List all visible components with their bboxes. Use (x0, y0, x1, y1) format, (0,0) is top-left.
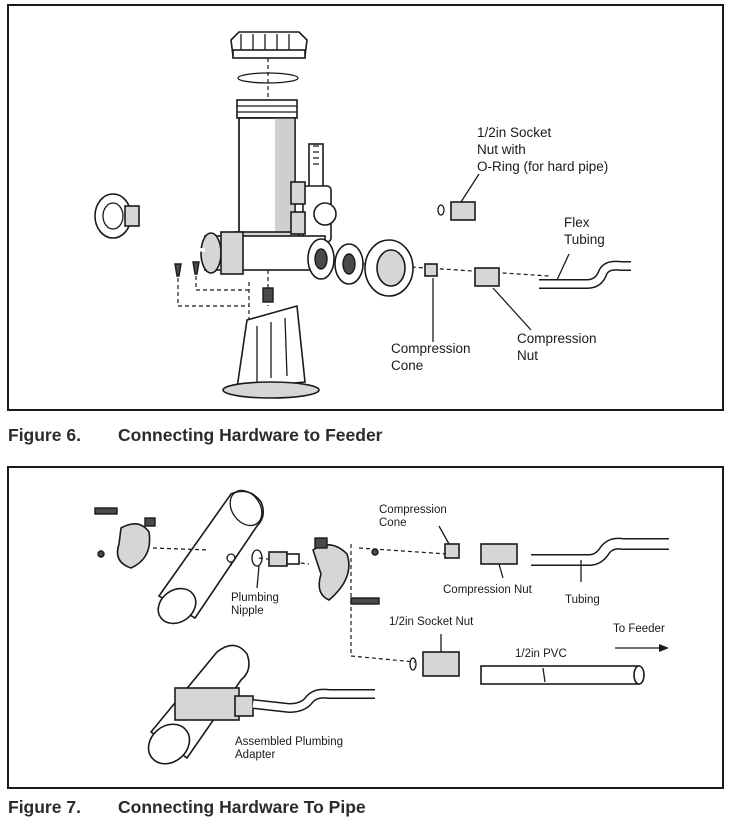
compression-cone-part-7 (444, 543, 460, 559)
to-feeder-arrow (615, 644, 669, 652)
pipe-clamp (94, 193, 140, 239)
feeder-cap (230, 31, 308, 59)
label-pvc-7: 1/2in PVC (515, 648, 567, 660)
leader-pvc-7 (542, 667, 546, 683)
figure-6-caption: Figure 6. Connecting Hardware to Feeder (8, 425, 383, 446)
feeder-body (234, 99, 300, 253)
figure-7-number: Figure 7. (8, 797, 81, 817)
label-compression-nut: Compression Nut (517, 331, 597, 363)
compression-nut-part-7 (480, 543, 518, 565)
leader-cone-7 (438, 525, 450, 545)
socket-o-ring (437, 204, 445, 216)
figure-6-panel: 1/2in Socket Nut with O-Ring (for hard p… (7, 4, 724, 411)
main-pipe (157, 489, 265, 625)
socket-o-ring-7 (409, 657, 417, 671)
feeder-pipe-section (200, 231, 335, 280)
label-to-feeder-7: To Feeder (613, 623, 665, 635)
clamp-half-right (312, 537, 379, 601)
label-socket-nut: 1/2in Socket Nut with O-Ring (for hard p… (477, 125, 609, 174)
control-valve (290, 143, 337, 243)
label-plumbing-nipple-7: Plumbing Nipple (231, 592, 279, 617)
o-ring (237, 72, 299, 84)
leader-socket-nut (460, 173, 480, 203)
leader-flex-tubing (556, 253, 570, 281)
feeder-stand (222, 304, 320, 399)
label-socket-nut-7: 1/2in Socket Nut (389, 616, 474, 628)
label-compression-cone-7: Compression Cone (379, 504, 447, 529)
socket-nut-part (450, 201, 476, 221)
clamp-screw (350, 597, 380, 605)
union-nut (364, 239, 414, 297)
pvc-pipe (480, 665, 645, 685)
leader-nut-7 (498, 563, 504, 579)
figure-6-illustration (94, 31, 631, 399)
compression-nut-part (474, 267, 500, 287)
figure-7-caption: Figure 7. Connecting Hardware To Pipe (8, 797, 366, 818)
leader-nipple-7 (256, 565, 260, 589)
check-valve (334, 243, 364, 285)
label-tubing-7: Tubing (565, 594, 600, 606)
label-compression-nut-7: Compression Nut (443, 584, 532, 596)
clamp-half-left (94, 507, 156, 569)
figure-7-panel: Compression Cone Compression Nut Tubing … (7, 466, 724, 789)
figure-6-number: Figure 6. (8, 425, 81, 445)
socket-nut-part-7 (422, 651, 460, 677)
screws (174, 261, 274, 326)
label-compression-cone: Compression Cone (391, 341, 471, 373)
figure-7-title: Connecting Hardware To Pipe (118, 797, 366, 817)
compression-cone-part (424, 263, 438, 277)
label-assembled-adapter-7: Assembled Plumbing Adapter (235, 736, 344, 761)
figure-6-title: Connecting Hardware to Feeder (118, 425, 383, 445)
leader-compression-nut (492, 287, 532, 331)
label-flex-tubing: Flex Tubing (564, 215, 605, 247)
plumbing-nipple-part (226, 549, 300, 567)
figure-7-illustration (94, 489, 669, 765)
assembled-adapter (147, 644, 375, 765)
